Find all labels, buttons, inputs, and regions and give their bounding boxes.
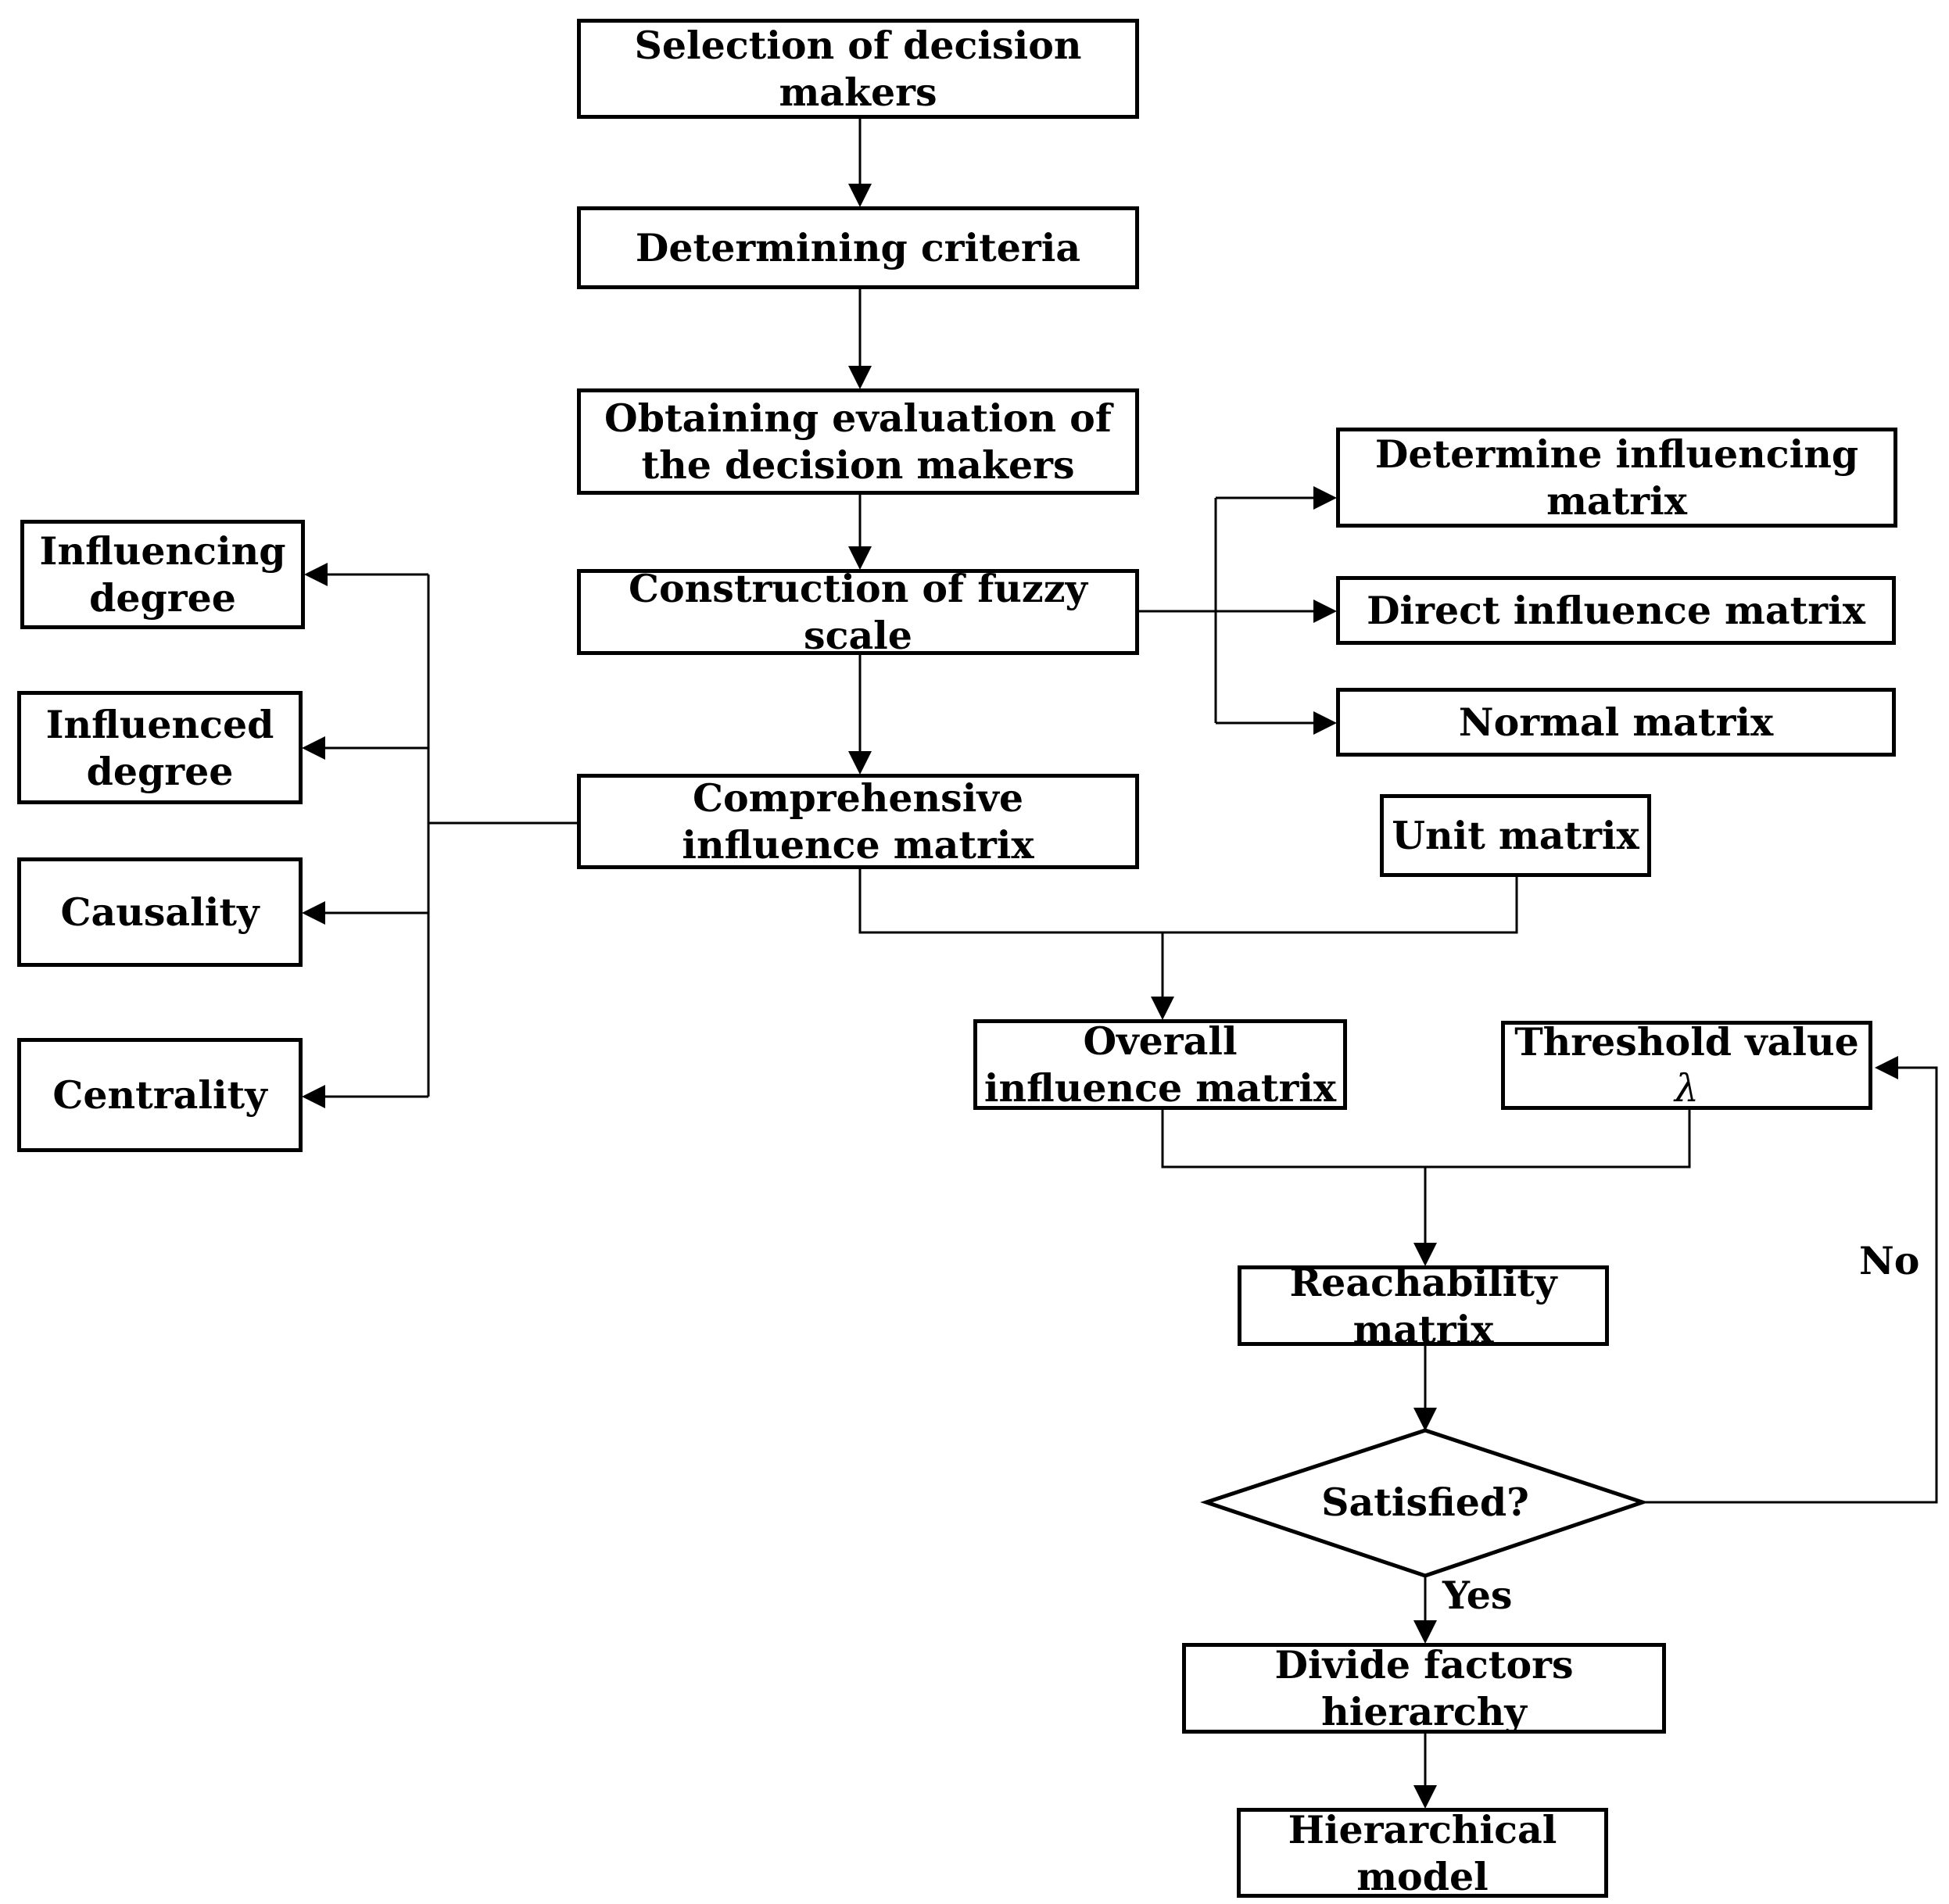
node-comprehensive-label: Comprehensive influence matrix	[682, 775, 1034, 868]
node-criteria-label: Determining criteria	[635, 225, 1081, 270]
node-influencing-degree: Influencing degree	[20, 520, 305, 629]
node-direct-influence-matrix: Direct influence matrix	[1336, 576, 1896, 645]
node-influenced-degree-label: Influenced degree	[45, 701, 274, 794]
decision-satisfied-label: Satisfied?	[1321, 1480, 1529, 1525]
node-determine-influencing-label: Determine influencing matrix	[1374, 431, 1859, 524]
node-unit-matrix: Unit matrix	[1380, 794, 1651, 877]
node-reachability-label: Reachability matrix	[1289, 1259, 1557, 1352]
node-evaluation-label: Obtaining evaluation of the decision mak…	[604, 395, 1112, 488]
node-causality-label: Causality	[60, 889, 260, 935]
node-direct-influence-label: Direct influence matrix	[1367, 588, 1865, 633]
node-influencing-degree-label: Influencing degree	[39, 528, 286, 621]
node-selection-decision-makers: Selection of decision makers	[577, 19, 1139, 119]
node-influenced-degree: Influenced degree	[17, 691, 303, 804]
node-divide-label: Divide factors hierarchy	[1274, 1642, 1574, 1734]
node-causality: Causality	[17, 857, 303, 967]
node-construction-fuzzy-scale: Construction of fuzzy scale	[577, 566, 1139, 658]
connector-comprehensive-unit	[858, 869, 1518, 934]
node-centrality-label: Centrality	[52, 1072, 267, 1118]
node-hierarchical-model: Hierarchical model	[1237, 1806, 1608, 1899]
node-unit-label: Unit matrix	[1392, 813, 1639, 858]
node-reachability-matrix: Reachability matrix	[1238, 1260, 1609, 1352]
decision-diamond	[1200, 1428, 1649, 1578]
node-overall-label: Overall influence matrix	[983, 1018, 1337, 1111]
node-threshold-label: Threshold value	[1514, 1019, 1859, 1065]
node-normal-matrix: Normal matrix	[1336, 688, 1896, 757]
connector-overall-threshold	[1161, 1110, 1691, 1169]
node-overall-influence-matrix: Overall influence matrix	[973, 1018, 1347, 1111]
node-hierarchical-label: Hierarchical model	[1288, 1806, 1557, 1899]
edge-label-yes: Yes	[1442, 1573, 1513, 1618]
edge-label-no: No	[1859, 1238, 1920, 1283]
node-centrality: Centrality	[17, 1038, 303, 1152]
node-threshold-value: Threshold value λ	[1501, 1019, 1872, 1111]
node-normal-label: Normal matrix	[1458, 700, 1774, 745]
node-obtaining-evaluation: Obtaining evaluation of the decision mak…	[577, 388, 1139, 495]
node-comprehensive-influence-matrix: Comprehensive influence matrix	[577, 774, 1139, 869]
node-threshold-symbol: λ	[1674, 1066, 1700, 1111]
arrow-no-loop	[1643, 1056, 1938, 1504]
node-fuzzy-label: Construction of fuzzy scale	[628, 566, 1088, 658]
node-selection-label: Selection of decision makers	[634, 23, 1082, 115]
node-determining-criteria: Determining criteria	[577, 206, 1139, 289]
node-determine-influencing-matrix: Determine influencing matrix	[1336, 428, 1897, 528]
node-divide-factors-hierarchy: Divide factors hierarchy	[1182, 1642, 1666, 1734]
